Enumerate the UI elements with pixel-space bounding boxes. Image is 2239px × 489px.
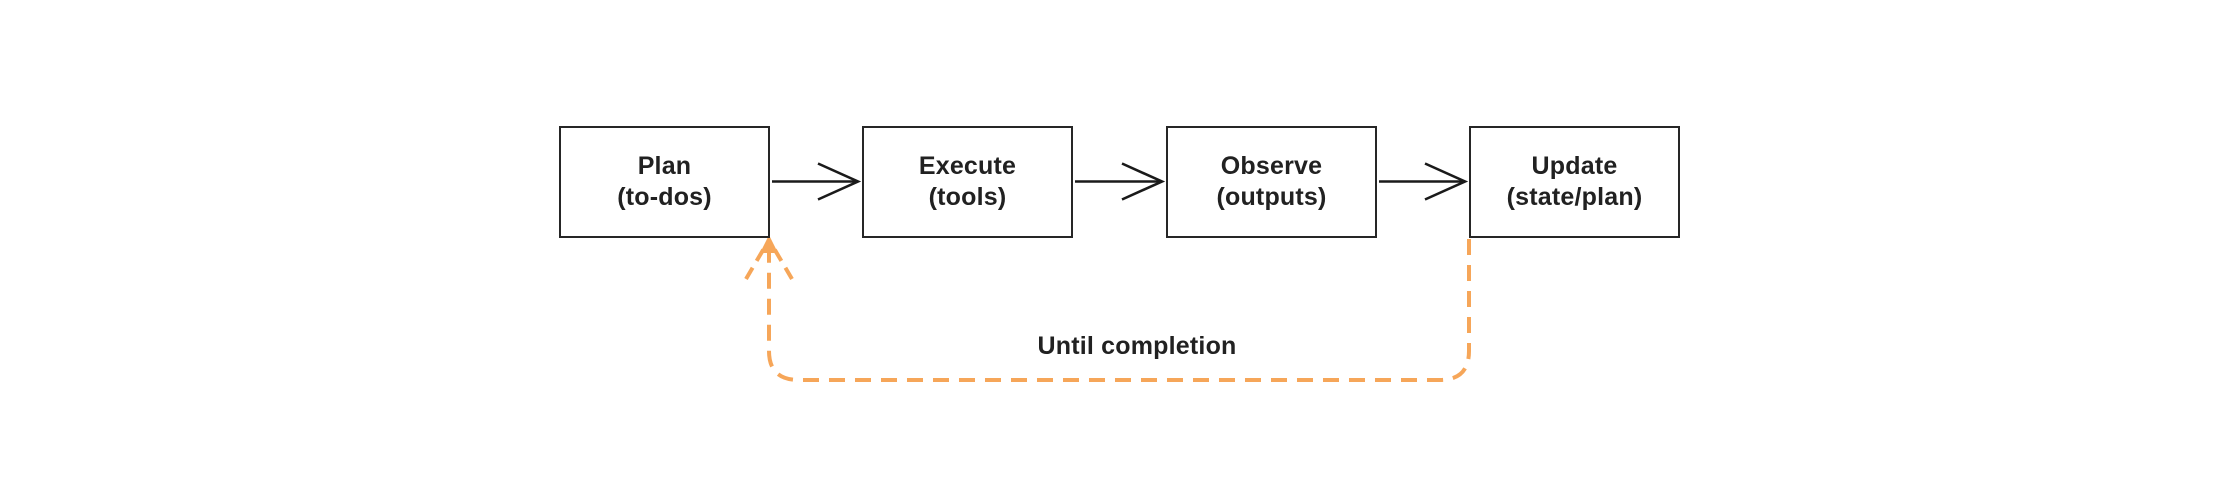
node-plan-title: Plan (637, 152, 692, 180)
node-plan-subtitle: (to-dos) (617, 183, 712, 211)
loop-label: Until completion (1037, 332, 1237, 360)
node-execute: Execute (tools) (862, 126, 1073, 238)
node-observe-subtitle: (outputs) (1216, 183, 1327, 211)
loop-arrowhead-icon (760, 235, 778, 253)
arrowhead-icon (817, 162, 862, 201)
arrowhead-icon (1121, 162, 1166, 201)
loop-arrow-update-to-plan (744, 235, 1471, 382)
arrow-plan-to-execute (772, 162, 862, 201)
node-execute-title: Execute (918, 152, 1017, 180)
node-plan: Plan (to-dos) (559, 126, 770, 238)
node-update-subtitle: (state/plan) (1506, 183, 1643, 211)
loop-path (767, 239, 1471, 382)
arrow-observe-to-update (1379, 162, 1469, 201)
arrowhead-icon (1424, 162, 1469, 201)
node-observe: Observe (outputs) (1166, 126, 1377, 238)
arrow-execute-to-observe (1075, 162, 1166, 201)
node-update-title: Update (1531, 152, 1618, 180)
node-observe-title: Observe (1220, 152, 1323, 180)
node-execute-subtitle: (tools) (928, 183, 1007, 211)
node-update: Update (state/plan) (1469, 126, 1680, 238)
